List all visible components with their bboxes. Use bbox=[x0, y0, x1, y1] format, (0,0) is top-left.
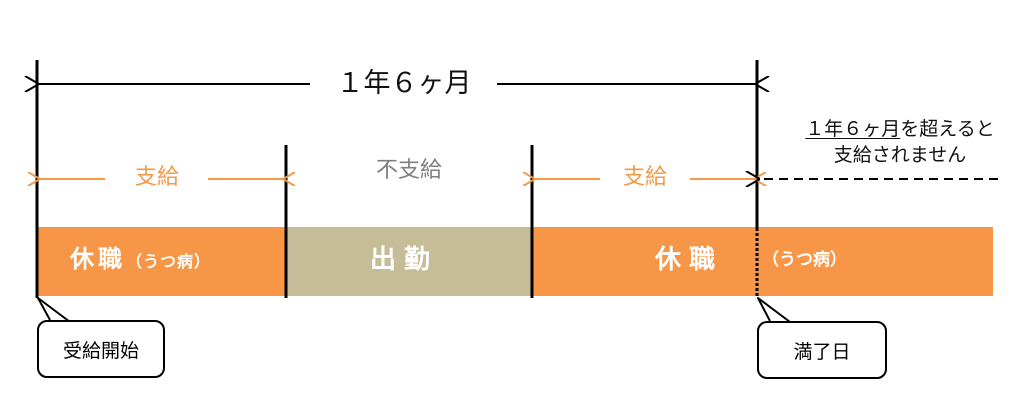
leave-bar-2-label: 休職 bbox=[655, 245, 724, 275]
pay-label-2: 支給 bbox=[622, 165, 667, 190]
leave-1-main: 休職 bbox=[70, 245, 126, 273]
leave-1-sub: （うつ病） bbox=[126, 252, 212, 271]
start-callout: 受給開始 bbox=[37, 320, 165, 378]
leave-bar-1-label: 休職（うつ病） bbox=[70, 247, 211, 271]
start-callout-tail bbox=[37, 297, 71, 323]
limit-note-period: １年６ヶ月 bbox=[805, 118, 901, 140]
leave-bar-2 bbox=[532, 227, 993, 296]
limit-note: １年６ヶ月を超えると 支給されません bbox=[780, 116, 1020, 168]
leave-bar-2-sub: （うつ病） bbox=[762, 250, 847, 270]
span-label: １年６ヶ月 bbox=[336, 68, 472, 99]
no-pay-label: 不支給 bbox=[375, 158, 442, 183]
work-bar-label: 出勤 bbox=[370, 245, 439, 275]
leave-bar-1 bbox=[37, 227, 286, 296]
pay-label-1: 支給 bbox=[134, 165, 179, 190]
work-bar bbox=[286, 227, 532, 296]
limit-note-line1-rest: を超えると bbox=[900, 118, 995, 140]
end-callout: 満了日 bbox=[757, 321, 887, 379]
limit-note-line2: 支給されません bbox=[833, 144, 967, 166]
end-callout-tail bbox=[757, 297, 791, 323]
